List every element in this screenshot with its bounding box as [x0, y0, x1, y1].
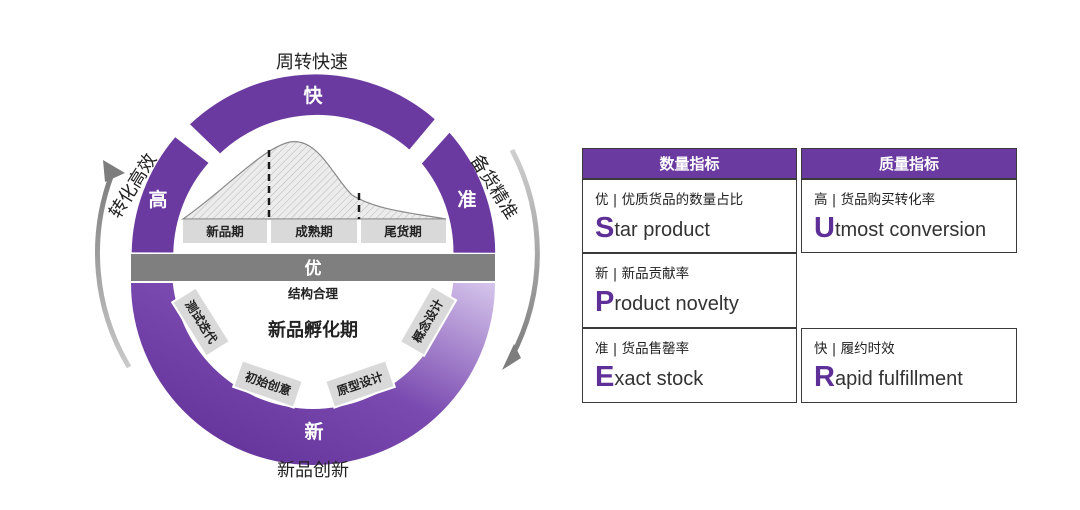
bottom-label: 新品创新	[277, 460, 349, 481]
left-cycle-arrow	[94, 173, 132, 369]
metric-cell-product: 新 | 新品贡献率 Product novelty	[582, 253, 797, 328]
right-cycle-arrow	[508, 148, 540, 360]
phase-label: 成熟期	[295, 224, 333, 239]
structure-bar	[131, 254, 495, 281]
metric-subtitle: 准 | 货品售罄率	[595, 341, 690, 357]
metric-cell-exact: 准 | 货品售罄率 Exact stock	[582, 328, 797, 403]
center-label: 新品孵化期	[268, 319, 358, 341]
lifecycle-curve	[181, 141, 447, 220]
phase-label: 尾货期	[384, 224, 422, 239]
header-quality: 质量指标	[801, 148, 1017, 179]
arc-right-segment	[421, 132, 496, 253]
phase-label: 新品期	[206, 224, 244, 239]
header-quantity: 数量指标	[582, 148, 797, 179]
arc-bottom-label: 新	[304, 420, 323, 443]
bar-sub-label: 结构合理	[288, 286, 339, 301]
top-label: 周转快速	[276, 52, 348, 73]
cycle-diagram: 新品期 成熟期 尾货期 测试迭代 初始创意 原型设计 概念设计 快 高 准 新 …	[94, 52, 540, 481]
arc-top-segment	[190, 74, 435, 154]
metric-title: Rapid fulfillment	[814, 361, 963, 393]
metrics-table: 数量指标 质量指标 优 | 优质货品的数量占比 Star product 高 |…	[582, 148, 1018, 404]
metric-cell-rapid: 快 | 履约时效 Rapid fulfillment	[801, 328, 1017, 403]
left-arrow-head	[103, 160, 125, 182]
metric-cell-star: 优 | 优质货品的数量占比 Star product	[582, 179, 797, 253]
metric-title: Product novelty	[595, 286, 739, 318]
arc-left-label: 高	[148, 188, 167, 211]
metric-title: Exact stock	[595, 361, 704, 393]
metric-title: Utmost conversion	[814, 212, 987, 244]
bar-label: 优	[305, 258, 322, 279]
right-arrow-head	[502, 344, 521, 370]
metric-subtitle: 优 | 优质货品的数量占比	[595, 192, 744, 208]
arc-top-label: 快	[303, 84, 323, 107]
metric-subtitle: 高 | 货品购买转化率	[814, 192, 936, 208]
arc-right-label: 准	[457, 189, 476, 211]
arc-left-segment	[131, 137, 209, 253]
metric-cell-utmost: 高 | 货品购买转化率 Utmost conversion	[801, 179, 1017, 253]
metric-subtitle: 新 | 新品贡献率	[595, 266, 690, 282]
metric-title: Star product	[595, 212, 710, 244]
metric-subtitle: 快 | 履约时效	[814, 341, 895, 357]
